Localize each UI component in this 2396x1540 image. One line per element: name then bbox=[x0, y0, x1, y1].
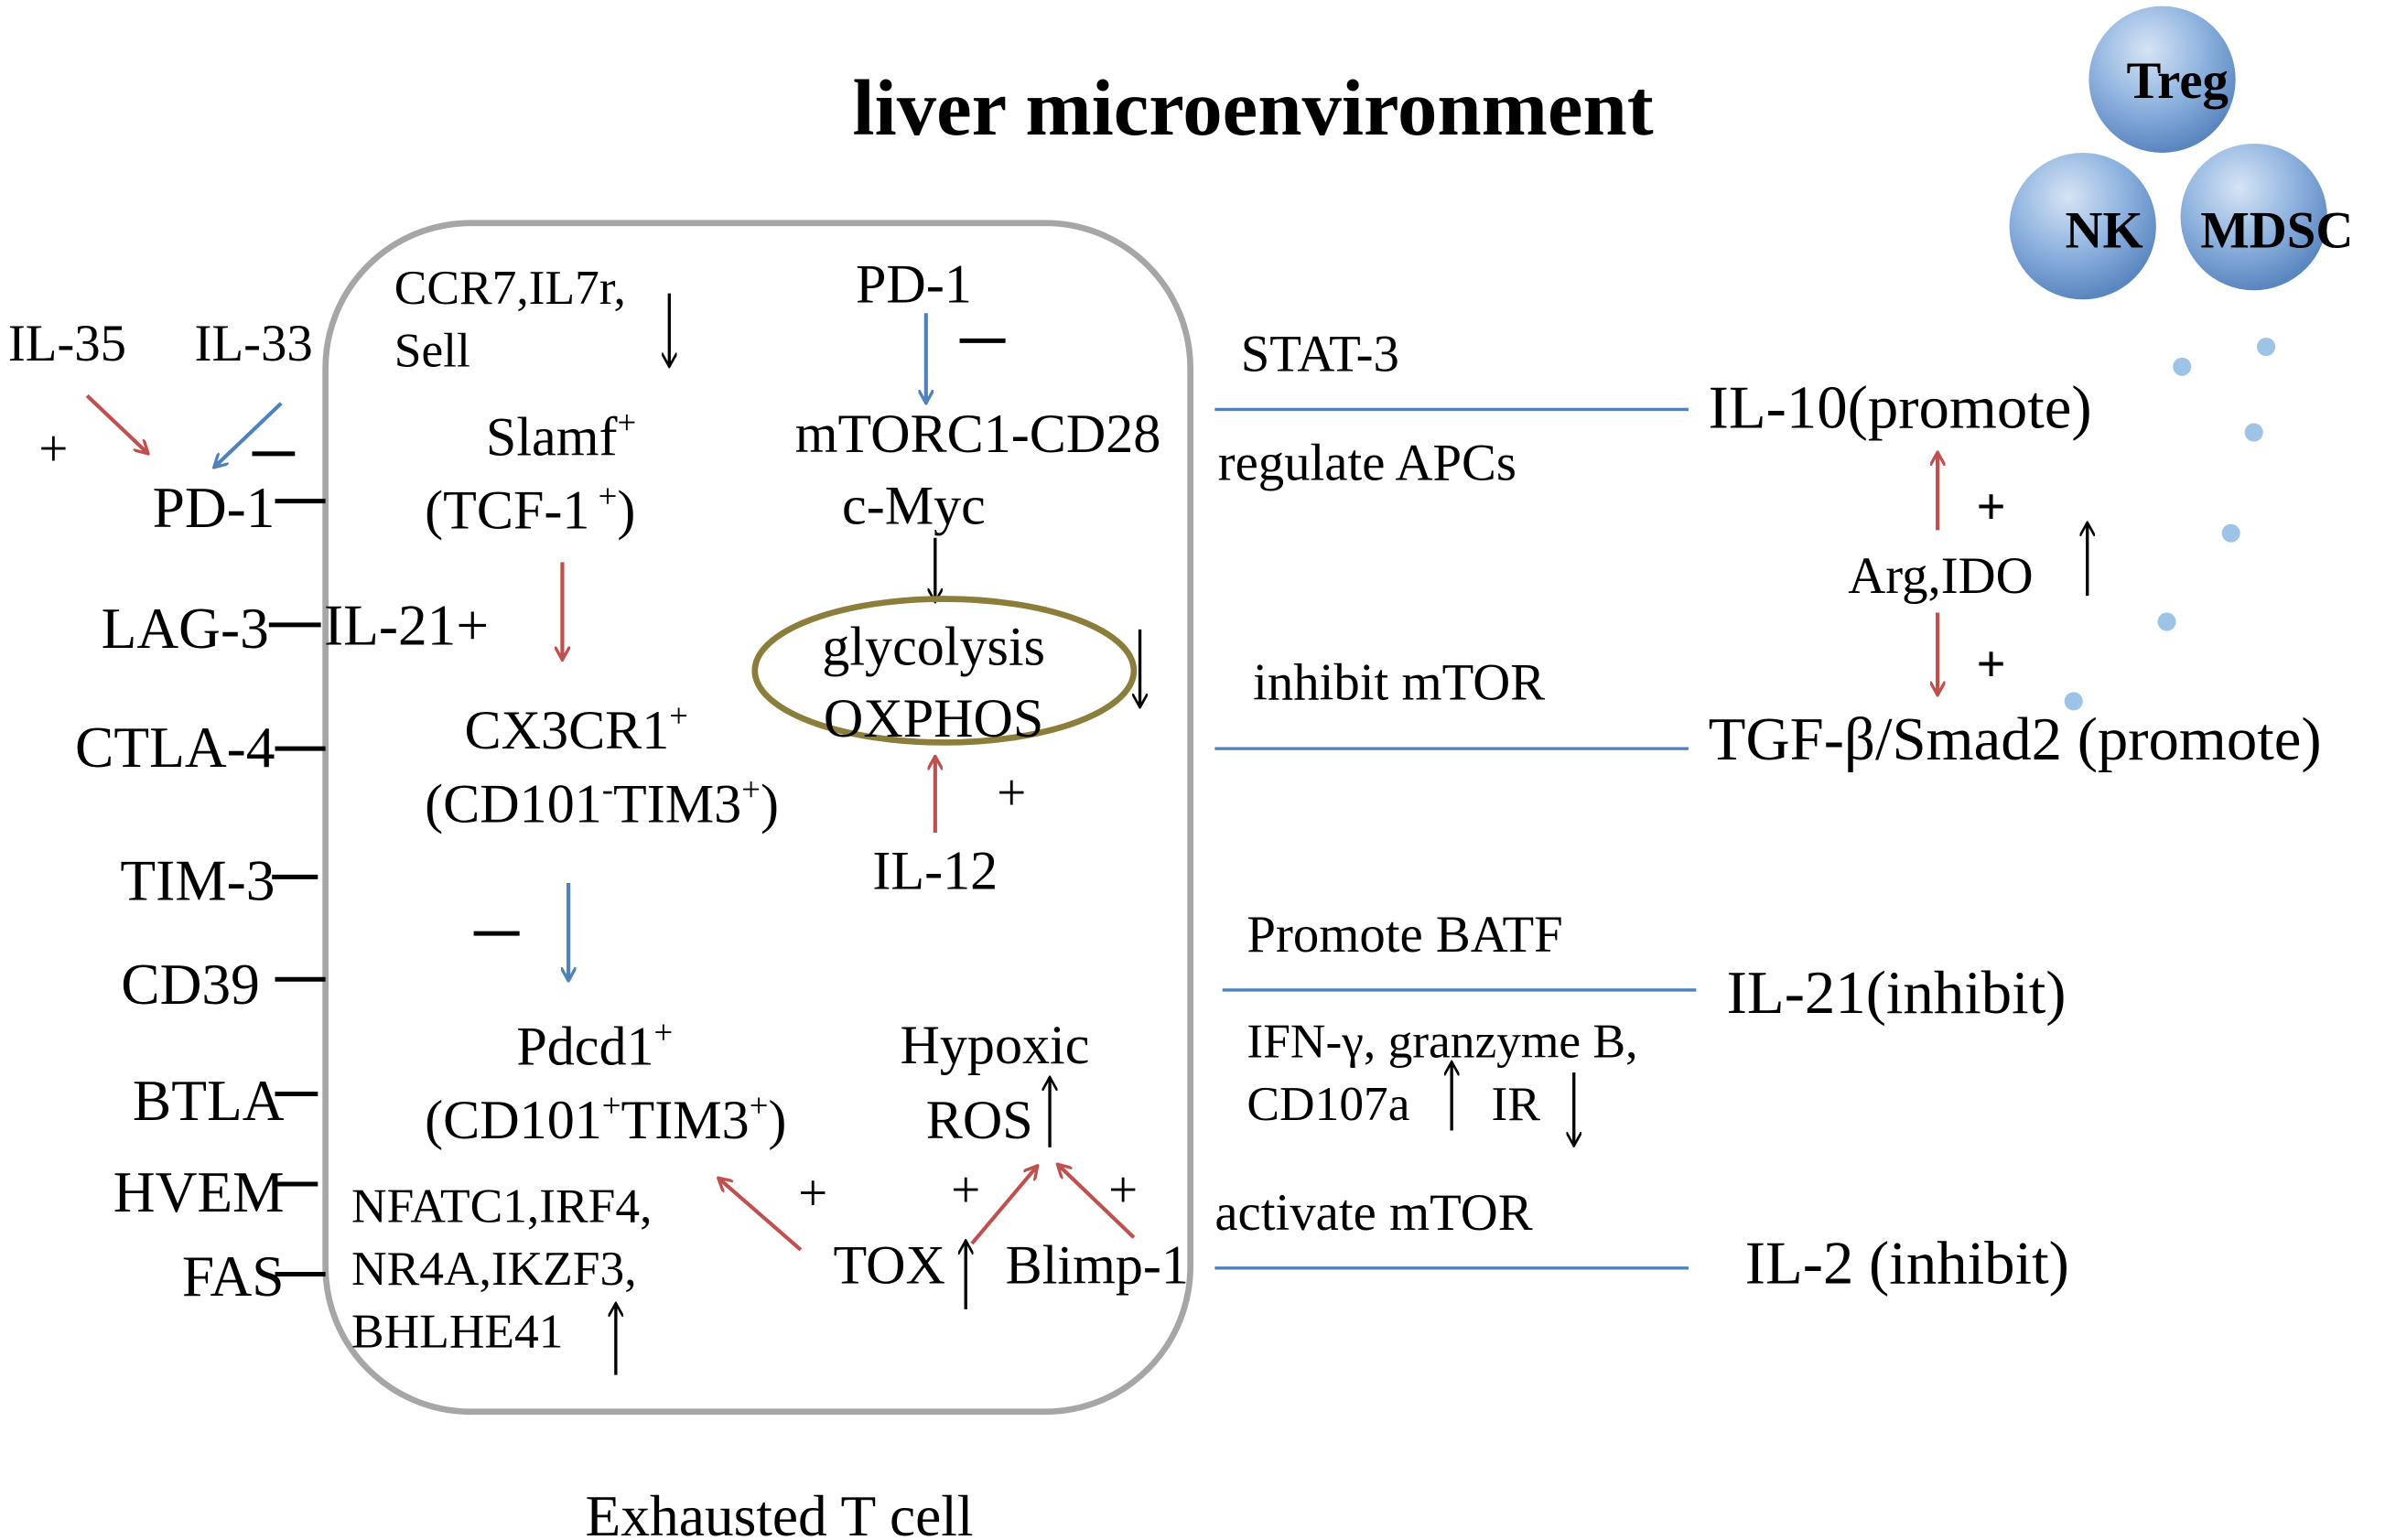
bold-plus: + bbox=[1976, 636, 2005, 694]
mdsc-label: MDSC bbox=[2200, 201, 2353, 259]
nk-label: NK bbox=[2066, 201, 2143, 259]
receptor-btla: BTLA bbox=[133, 1068, 285, 1133]
cell-left-column: CCR7,IL7r, Sell Slamf+ (TCF-1 +) CX3CR1+… bbox=[351, 260, 786, 1375]
il2-target: IL-2 (inhibit) bbox=[1745, 1230, 2069, 1298]
plus-sign: + bbox=[798, 1164, 827, 1222]
treg-label: Treg bbox=[2127, 52, 2229, 110]
dot bbox=[2157, 612, 2176, 631]
dot bbox=[2064, 692, 2083, 711]
dot bbox=[2244, 423, 2263, 442]
tgfb-target: TGF-β/Smad2 (promote) bbox=[1709, 705, 2322, 773]
immune-cells: Treg NK MDSC bbox=[2009, 5, 2353, 300]
dot bbox=[2257, 337, 2276, 357]
ros-label: ROS bbox=[926, 1090, 1033, 1151]
plus-sign: + bbox=[1108, 1161, 1138, 1219]
cd107a-label: CD107a bbox=[1247, 1076, 1409, 1131]
cell-caption: Exhausted T cell bbox=[586, 1483, 974, 1540]
il35-label: IL-35 bbox=[8, 315, 126, 372]
receptor-lag3: LAG-3 bbox=[102, 596, 269, 661]
dot bbox=[2221, 523, 2240, 543]
red-arrow-blimp1-ros bbox=[1057, 1164, 1136, 1239]
slamf-label: Slamf+ bbox=[486, 404, 636, 468]
regulate-apcs-label: regulate APCs bbox=[1218, 434, 1516, 491]
cytokine-dots bbox=[2064, 337, 2276, 711]
bold-plus: + bbox=[1976, 479, 2005, 536]
receptor-ctla4: CTLA-4 bbox=[75, 715, 275, 780]
ir-label: IR bbox=[1492, 1076, 1541, 1131]
plus-sign: + bbox=[951, 1161, 980, 1219]
nfatc1-line3: BHLHE41 bbox=[351, 1304, 563, 1359]
ccr7-line1: CCR7,IL7r, bbox=[394, 260, 626, 315]
cmyc-label: c-Myc bbox=[842, 476, 986, 537]
t-cell-boundary bbox=[322, 220, 1193, 1416]
oxphos-label: OXPHOS bbox=[824, 688, 1043, 749]
receptor-hvem: HVEM bbox=[113, 1159, 285, 1224]
il21-target: IL-21(inhibit) bbox=[1727, 959, 2067, 1027]
pd1-inner-label: PD-1 bbox=[856, 254, 972, 316]
treg-sphere bbox=[2088, 5, 2236, 153]
nk-sphere bbox=[2009, 152, 2156, 300]
receptor-tim3: TIM-3 bbox=[120, 847, 275, 912]
receptor-cd39: CD39 bbox=[121, 952, 260, 1017]
tox-label: TOX bbox=[834, 1235, 945, 1297]
receptor-pd1: PD-1 bbox=[153, 475, 275, 540]
glycolysis-label: glycolysis bbox=[822, 616, 1045, 677]
nfatc1-line1: NFATC1,IRF4, bbox=[351, 1179, 652, 1233]
cd101-neg-label: (CD101-TIM3+) bbox=[425, 770, 779, 835]
cx3cr1-label: CX3CR1+ bbox=[465, 697, 688, 761]
il35-red-arrow bbox=[85, 393, 148, 453]
il33-label: IL-33 bbox=[195, 315, 313, 372]
mdsc-sphere bbox=[2180, 143, 2327, 291]
hypoxic-label: Hypoxic bbox=[900, 1015, 1089, 1076]
plus-sign: + bbox=[38, 420, 68, 478]
red-arrow-to-pdcd1 bbox=[718, 1178, 803, 1252]
arg-ido-label: Arg,IDO bbox=[1848, 547, 2033, 605]
inhibit-mtor-label: inhibit mTOR bbox=[1253, 654, 1545, 712]
promote-batf-label: Promote BATF bbox=[1247, 906, 1562, 964]
ccr7-line2: Sell bbox=[394, 323, 470, 378]
pd1-regulators: IL-35 IL-33 + bbox=[8, 315, 313, 478]
il21-plus-label: IL-21+ bbox=[324, 593, 489, 658]
il10-target: IL-10(promote) bbox=[1709, 374, 2092, 442]
metabolism-ellipse bbox=[751, 596, 1138, 746]
red-arrow-tox-ros bbox=[970, 1166, 1038, 1245]
diagram-title: liver microenvironment bbox=[852, 64, 1653, 152]
il33-blue-arrow bbox=[214, 402, 283, 468]
blimp1-label: Blimp-1 bbox=[1006, 1235, 1189, 1297]
tcf1-label: (TCF-1 +) bbox=[425, 477, 635, 541]
il12-label: IL-12 bbox=[872, 841, 998, 902]
receptor-fas: FAS bbox=[182, 1244, 285, 1308]
cd101-pos-label: (CD101+TIM3+) bbox=[425, 1087, 786, 1151]
receptor-list: PD-1 LAG-3 CTLA-4 TIM-3 CD39 BTLA HVEM F… bbox=[75, 475, 326, 1308]
activate-mtor-label: activate mTOR bbox=[1214, 1184, 1532, 1242]
nfatc1-line2: NR4A,IKZF3, bbox=[351, 1241, 637, 1296]
ifng-label: IFN-γ, granzyme B, bbox=[1247, 1013, 1637, 1068]
stat3-label: STAT-3 bbox=[1241, 326, 1399, 383]
pdcd1-label: Pdcd1+ bbox=[516, 1013, 673, 1077]
cytokine-pathways: STAT-3 regulate APCs IL-10(promote) + Ar… bbox=[1214, 326, 2322, 1298]
cell-right-column: PD-1 mTORC1-CD28 c-Myc glycolysis OXPHOS… bbox=[718, 254, 1189, 1309]
plus-sign: + bbox=[997, 764, 1026, 822]
mtorc1-label: mTORC1-CD28 bbox=[795, 404, 1161, 465]
dot bbox=[2173, 357, 2192, 376]
